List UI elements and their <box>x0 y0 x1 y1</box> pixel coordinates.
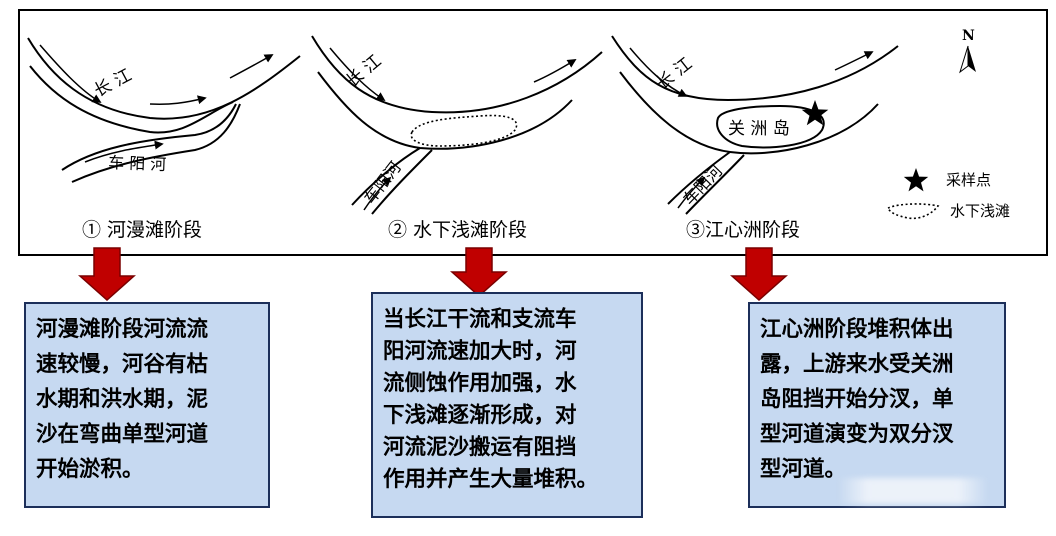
stage-3-description-box: 江心洲阶段堆积体出 露，上游来水受关洲 岛阻挡开始分汊，单 型河道演变为双分汊 … <box>748 302 1006 508</box>
diagram-frame <box>18 9 1048 256</box>
panel-2-map <box>311 35 603 215</box>
flow-arrow <box>677 176 706 209</box>
tributary-bank-line <box>71 103 241 183</box>
watermark-smudge <box>838 478 988 504</box>
legend-star-icon <box>903 168 929 192</box>
flow-arrow <box>629 47 688 97</box>
river-label-tributary: 车 阳 河 <box>108 153 167 174</box>
flow-arrow <box>149 95 207 105</box>
river-bank-line <box>27 37 301 120</box>
flow-arrow <box>329 47 386 101</box>
flow-arrow <box>363 176 392 211</box>
flow-arrow <box>84 140 164 163</box>
panel-3-map <box>611 35 899 215</box>
river-bank-line <box>29 65 234 134</box>
river-bank-line <box>311 35 603 114</box>
river-bank-line <box>317 71 573 150</box>
tributary-bank-line <box>685 154 745 215</box>
stage-1-description-box: 河漫滩阶段河流流 速较慢，河谷有枯 水期和洪水期，泥 沙在弯曲单型河道 开始淤积… <box>24 302 270 508</box>
down-arrow-icon <box>78 247 136 302</box>
tributary-bank-line <box>351 147 421 206</box>
tributary-bank-line <box>61 103 237 171</box>
stage-2-description-box: 当长江干流和支流车 阳河流速加大时，河 流侧蚀作用加强，水 下浅滩逐渐形成，对 … <box>371 292 643 518</box>
flow-arrow <box>39 44 102 103</box>
stage-label: ② 水下浅滩阶段 <box>388 219 527 241</box>
flow-arrow <box>229 54 274 79</box>
legend-underwater-shoal-label: 水下浅滩 <box>950 202 1010 220</box>
down-arrow-icon <box>730 247 788 302</box>
river-bank-line <box>611 35 899 102</box>
underwater-shoal-outline <box>410 114 518 147</box>
flow-arrow <box>834 51 874 71</box>
down-arrow-icon <box>450 247 508 298</box>
north-label: N <box>962 28 975 44</box>
island-label: 关 洲 岛 <box>728 119 790 139</box>
north-arrow-icon <box>959 45 976 74</box>
flow-arrow <box>533 59 577 83</box>
legend-sample-point-label: 采样点 <box>946 171 991 189</box>
tributary-bank-line <box>667 151 731 205</box>
stage-label: ① 河漫滩阶段 <box>82 219 202 241</box>
tributary-bank-line <box>371 149 433 215</box>
sample-point-star-icon <box>801 100 829 126</box>
panel-1-map <box>27 37 301 183</box>
island-outline <box>716 104 825 149</box>
stage-label: ③江心洲阶段 <box>686 219 800 241</box>
